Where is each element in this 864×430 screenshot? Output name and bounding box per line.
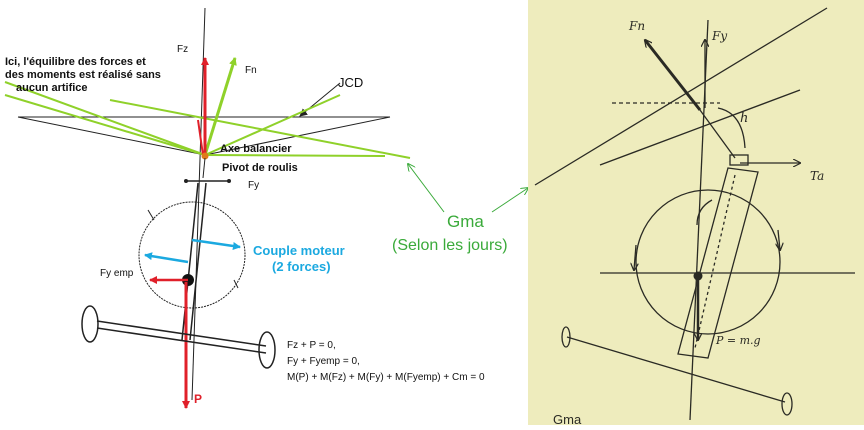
sketch-gma-label: Gma [553, 412, 582, 425]
sketch-wing-line [534, 7, 828, 186]
note-line-2: des moments est réalisé sans [5, 69, 161, 81]
couple-moteur-sub: (2 forces) [272, 259, 331, 274]
fz-label: Fz [177, 44, 188, 55]
gma-pointer-left [408, 164, 445, 213]
fn-force-arrow [203, 57, 237, 156]
gma-label: Gma [447, 212, 484, 231]
couple-arrow-left [144, 252, 189, 264]
sketch-wheel-right [781, 392, 793, 416]
rear-axle [81, 305, 276, 369]
pivot-point [201, 152, 209, 160]
engine-circle [138, 201, 246, 309]
p-label: P [194, 392, 202, 406]
jcd-label: JCD [338, 75, 363, 90]
fy-bar [184, 179, 231, 183]
pivot-link [202, 157, 206, 179]
sketch-arm [699, 109, 736, 159]
sketch-wheel-left [561, 326, 571, 348]
sketch-ta-label: Ta [810, 169, 824, 183]
sketch-angle-arc [696, 199, 713, 226]
sketch-fn-label: Fn [628, 19, 645, 33]
sketch-rotation-arrow-right [778, 229, 780, 250]
sketch-paper [528, 0, 864, 425]
equation-1: Fz + P = 0, [287, 340, 336, 351]
left-diagram: Ici, l'équilibre des forces et des momen… [4, 7, 485, 409]
sketch-center-of-mass [693, 271, 703, 281]
axe-balancier-label: Axe balancier [220, 143, 292, 155]
couple-moteur-label: Couple moteur [253, 243, 345, 258]
vertical-axis-line [191, 7, 206, 401]
sketch-axle [566, 336, 786, 403]
pivot-roulis-label: Pivot de roulis [222, 162, 298, 174]
sketch-engine-circle [635, 189, 781, 335]
sketch-pivot-box [729, 154, 749, 166]
selon-les-jours-label: (Selon les jours) [392, 237, 508, 254]
fy-emp-label: Fy emp [100, 268, 134, 279]
sketch-p-equation: P = m.g [715, 334, 761, 347]
equation-2: Fy + Fyemp = 0, [287, 356, 360, 367]
fy-label: Fy [248, 180, 259, 191]
fn-label: Fn [245, 65, 257, 76]
note-line-1: Ici, l'équilibre des forces et [5, 56, 146, 68]
sketch-fn-arrow [645, 40, 702, 111]
gma-pointer-right [491, 188, 528, 213]
sketch-h-label: h [740, 111, 748, 126]
sketch-rotation-arrow-left [634, 244, 636, 270]
engine-rotation-right [233, 279, 239, 289]
equation-3: M(P) + M(Fz) + M(Fy) + M(Fyemp) + Cm = 0 [287, 372, 485, 383]
sketch-fy-label: Fy [711, 29, 727, 43]
gma-annotation: Gma (Selon les jours) [392, 164, 528, 254]
fz-force-shadow [197, 119, 204, 156]
note-line-3: aucun artifice [16, 82, 88, 94]
right-sketch: Fn Fy h Ta P = m.g Gma [528, 0, 864, 427]
sketch-force-line [599, 89, 801, 166]
engine-rotation-left [147, 209, 155, 221]
sketch-frame [677, 167, 759, 359]
sketch-h-bracket [717, 107, 746, 149]
couple-arrow-right [191, 238, 241, 250]
gma-wing-lines [4, 81, 411, 159]
